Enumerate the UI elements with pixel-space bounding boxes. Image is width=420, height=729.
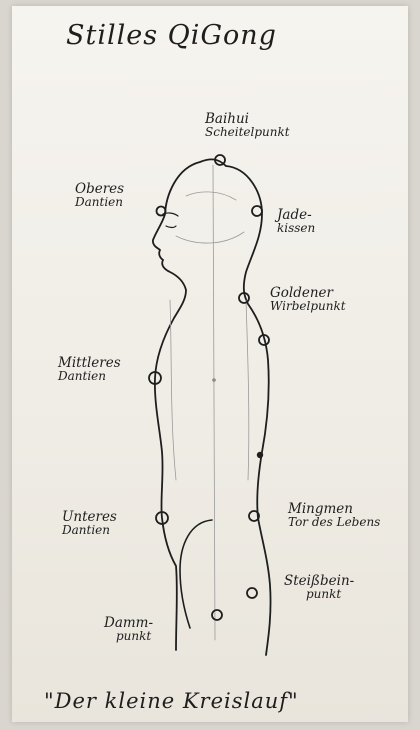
body-outline: [153, 159, 271, 655]
label-baihui-sub: Scheitelpunkt: [205, 126, 290, 139]
oberes-dantien-marker: [157, 207, 166, 216]
damm-marker: [212, 610, 222, 620]
label-damm-sub: punkt: [104, 630, 153, 643]
dot-marker: [257, 452, 263, 458]
label-golden-sub: Wirbelpunkt: [270, 300, 346, 313]
label-steiss: Steißbein- punkt: [284, 574, 354, 601]
page-title: Stilles QiGong: [66, 22, 277, 50]
label-oberes: Oberes Dantien: [75, 182, 124, 209]
label-golden: Goldener Wirbelpunkt: [270, 286, 346, 313]
center-dot: [212, 378, 216, 382]
steiss-marker: [247, 588, 257, 598]
label-mittleres-sub: Dantien: [58, 370, 121, 383]
label-damm: Damm- punkt: [104, 616, 153, 643]
label-mingmen-sub: Tor des Lebens: [288, 516, 380, 529]
label-oberes-sub: Dantien: [75, 196, 124, 209]
label-unteres: Unteres Dantien: [62, 510, 117, 537]
label-baihui: Baihui Scheitelpunkt: [205, 112, 290, 139]
pencil-lines: [170, 165, 249, 640]
caption: "Der kleine Kreislauf": [44, 690, 299, 712]
label-steiss-sub: punkt: [284, 588, 354, 601]
label-jade: Jade- kissen: [277, 208, 315, 235]
label-jade-sub: kissen: [277, 222, 315, 235]
arm-curve: [180, 520, 212, 628]
label-unteres-sub: Dantien: [62, 524, 117, 537]
label-mingmen: Mingmen Tor des Lebens: [288, 502, 380, 529]
jadekissen-marker: [252, 206, 262, 216]
label-mittleres: Mittleres Dantien: [58, 356, 121, 383]
